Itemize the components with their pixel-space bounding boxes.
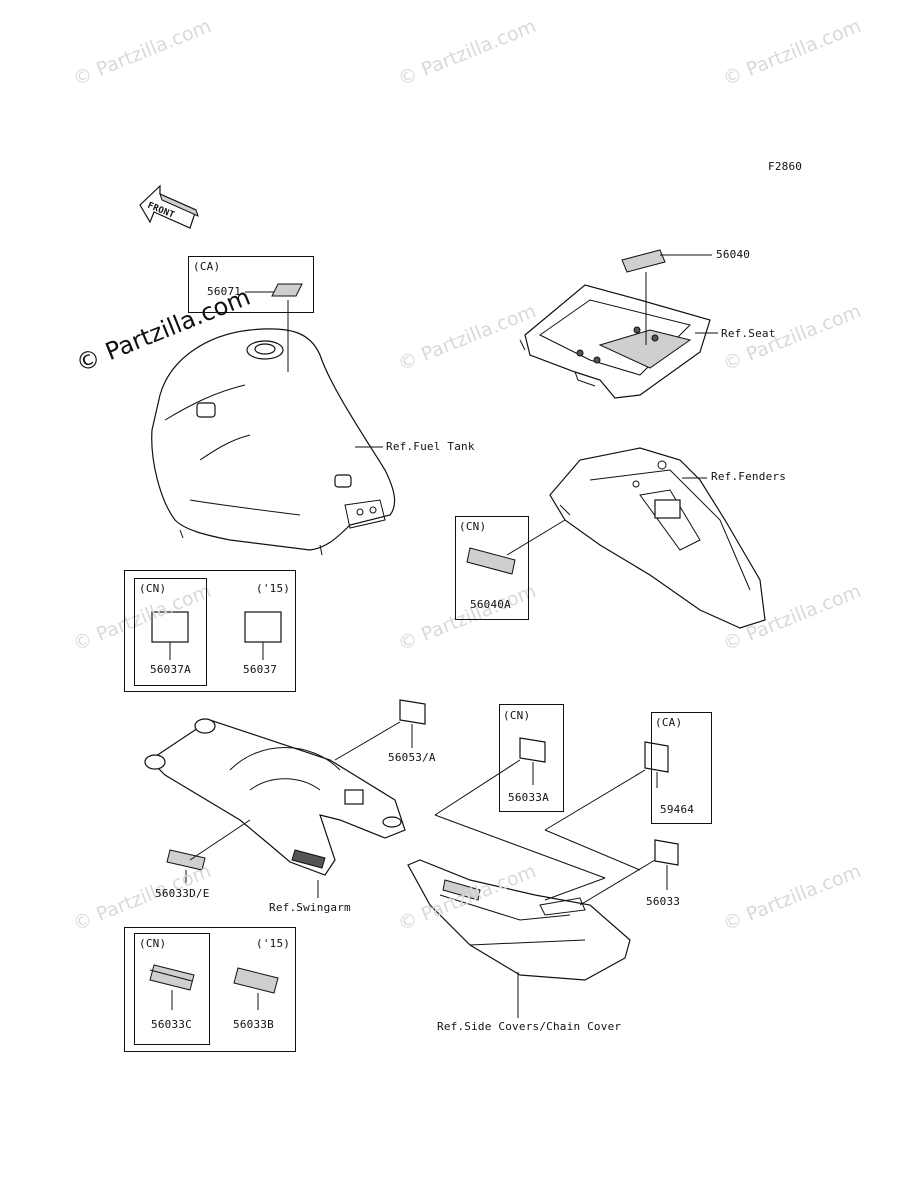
ref-side-covers: Ref.Side Covers/Chain Cover <box>437 1020 622 1033</box>
part-number-56053A: 56053/A <box>388 751 436 764</box>
label-56033C-icon <box>149 964 195 991</box>
ref-swingarm: Ref.Swingarm <box>269 901 351 914</box>
region-tag-cn: (CN) <box>503 709 531 722</box>
part-number-56033DE: 56033D/E <box>155 887 210 900</box>
front-arrow-icon <box>139 184 199 229</box>
label-56037-icon <box>244 611 282 643</box>
part-number-56033B: 56033B <box>233 1018 274 1031</box>
part-number-56033: 56033 <box>646 895 681 908</box>
region-tag-cn: (CN) <box>139 937 167 950</box>
callout-box-cn-56033A <box>499 704 564 812</box>
label-56071-icon <box>271 283 303 297</box>
part-number-56040A: 56040A <box>470 598 511 611</box>
label-59464-icon <box>644 741 669 773</box>
label-56040-icon <box>621 249 666 273</box>
part-number-56037A: 56037A <box>150 663 191 676</box>
region-tag-ca: (CA) <box>193 260 221 273</box>
region-tag-ca: (CA) <box>655 716 683 729</box>
ref-fenders: Ref.Fenders <box>711 470 787 483</box>
figure-code: F2860 <box>768 160 803 173</box>
part-number-56040: 56040 <box>716 248 751 261</box>
region-tag-cn: (CN) <box>139 582 167 595</box>
seat-base-drawing <box>519 284 711 399</box>
callout-box-cn-56033C <box>134 933 210 1045</box>
callout-group-56037 <box>124 570 296 692</box>
swingarm-drawing <box>144 718 406 876</box>
part-number-56071: 56071 <box>207 285 242 298</box>
callout-box-cn-56037A <box>134 578 207 686</box>
region-tag-cn: (CN) <box>459 520 487 533</box>
label-56033A-icon <box>519 737 546 763</box>
label-56040A-icon <box>466 547 516 575</box>
region-tag-15: ('15) <box>256 582 291 595</box>
label-56053A-icon <box>399 699 426 725</box>
ref-fuel-tank: Ref.Fuel Tank <box>386 440 475 453</box>
label-56033DE-icon <box>166 849 206 871</box>
ref-seat: Ref.Seat <box>721 327 776 340</box>
region-tag-15: ('15) <box>256 937 291 950</box>
callout-box-cn-56040A <box>455 516 529 620</box>
label-56037A-icon <box>151 611 189 643</box>
callout-box-ca-59464 <box>651 712 712 824</box>
label-56033-icon <box>654 839 679 866</box>
callout-box-ca-56071 <box>188 256 314 313</box>
part-number-56033A: 56033A <box>508 791 549 804</box>
label-56033B-icon <box>233 967 279 994</box>
callout-group-56033 <box>124 927 296 1052</box>
side-cover-drawing <box>407 859 631 981</box>
fuel-tank-drawing <box>151 328 396 556</box>
rear-fender-drawing <box>549 447 766 629</box>
part-number-56033C: 56033C <box>151 1018 192 1031</box>
part-number-56037: 56037 <box>243 663 278 676</box>
part-number-59464: 59464 <box>660 803 695 816</box>
